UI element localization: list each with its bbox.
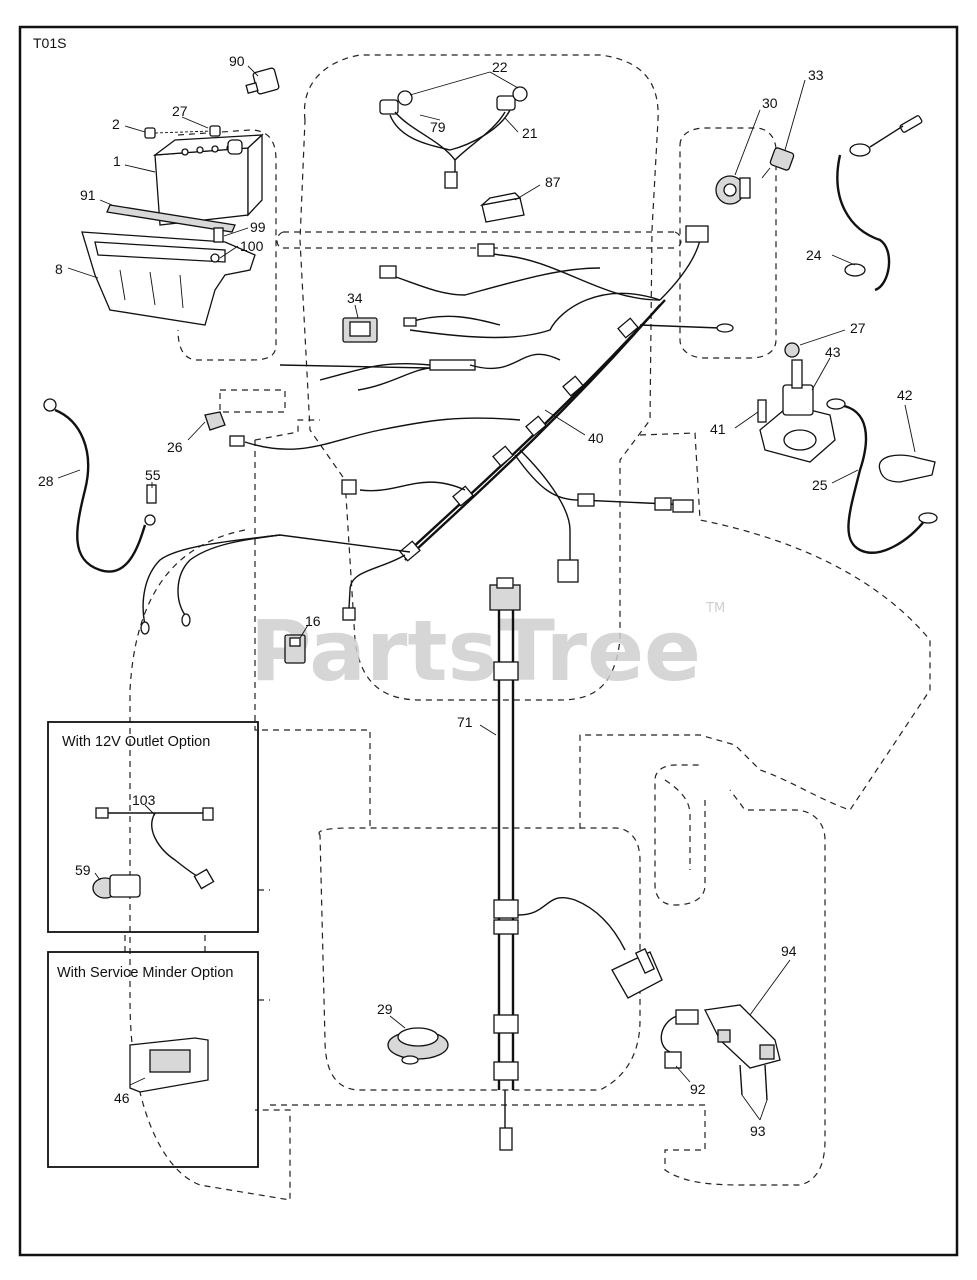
part-93-screws bbox=[739, 1064, 768, 1101]
callout-25: 25 bbox=[812, 477, 828, 493]
part-1-battery bbox=[152, 133, 264, 226]
diagram-code: T01S bbox=[33, 35, 66, 51]
callout-99: 99 bbox=[250, 219, 266, 235]
part-41-bolt bbox=[757, 399, 767, 423]
callout-87: 87 bbox=[545, 174, 561, 190]
callout-71: 71 bbox=[457, 714, 473, 730]
callout-43: 43 bbox=[825, 344, 841, 360]
left-harness-branch bbox=[140, 534, 411, 635]
callout-27b: 27 bbox=[850, 320, 866, 336]
seat-switch-connector bbox=[611, 948, 663, 999]
watermark-tm: TM bbox=[705, 601, 725, 616]
callout-41: 41 bbox=[710, 421, 726, 437]
callout-26: 26 bbox=[167, 439, 183, 455]
callout-30: 30 bbox=[762, 95, 778, 111]
callout-90: 90 bbox=[229, 53, 245, 69]
callout-34: 34 bbox=[347, 290, 363, 306]
part-71-rear-harness bbox=[489, 577, 626, 1151]
part-92-connector bbox=[660, 1009, 699, 1069]
part-26-fuse bbox=[204, 411, 245, 447]
callout-27: 27 bbox=[172, 103, 188, 119]
part-59-outlet bbox=[92, 874, 141, 899]
callout-93: 93 bbox=[750, 1123, 766, 1139]
callout-24: 24 bbox=[806, 247, 822, 263]
callout-8: 8 bbox=[55, 261, 63, 277]
callout-22: 22 bbox=[492, 59, 508, 75]
callout-91: 91 bbox=[80, 187, 96, 203]
callout-28: 28 bbox=[38, 473, 54, 489]
part-40-main-harness bbox=[244, 225, 734, 621]
diagram-frame bbox=[18, 25, 959, 1257]
callout-94: 94 bbox=[781, 943, 797, 959]
watermark: PartsTree bbox=[250, 602, 701, 700]
part-103-connector-a bbox=[95, 807, 109, 819]
callout-40: 40 bbox=[588, 430, 604, 446]
option-box-service-minder-title: With Service Minder Option bbox=[57, 965, 233, 981]
callout-33: 33 bbox=[808, 67, 824, 83]
option-box-12v-outlet: With 12V Outlet Option bbox=[47, 721, 259, 933]
callout-42: 42 bbox=[897, 387, 913, 403]
part-99-screw bbox=[213, 227, 224, 243]
part-16-switch bbox=[284, 634, 306, 664]
part-103-connector-c bbox=[193, 868, 215, 890]
part-29-button bbox=[387, 1027, 449, 1065]
part-25-cable bbox=[826, 398, 938, 554]
callout-79: 79 bbox=[430, 119, 446, 135]
callout-100: 100 bbox=[240, 238, 264, 254]
callout-labels: 90 22 33 2 27 30 79 21 1 87 91 99 100 8 … bbox=[38, 53, 913, 1139]
part-46-service-minder bbox=[129, 1037, 209, 1093]
part-42-boot bbox=[878, 454, 936, 483]
part-43-solenoid bbox=[759, 359, 836, 463]
callout-29: 29 bbox=[377, 1001, 393, 1017]
part-94-switch bbox=[704, 1004, 781, 1069]
callout-55: 55 bbox=[145, 467, 161, 483]
part-30-ignition-switch bbox=[715, 175, 751, 205]
callout-21: 21 bbox=[522, 125, 538, 141]
callout-2: 2 bbox=[112, 116, 120, 132]
callout-59: 59 bbox=[75, 862, 91, 878]
callout-1: 1 bbox=[113, 153, 121, 169]
part-100-washer bbox=[210, 253, 220, 263]
callout-46: 46 bbox=[114, 1090, 130, 1106]
part-33-key bbox=[761, 147, 795, 179]
part-22-headlight-harness bbox=[379, 86, 528, 189]
callout-92: 92 bbox=[690, 1081, 706, 1097]
part-103-connector-b bbox=[202, 807, 214, 821]
callout-16: 16 bbox=[305, 613, 321, 629]
part-90-fuse-holder bbox=[245, 67, 280, 95]
part-55-screw bbox=[146, 484, 157, 504]
option-box-service-minder: With Service Minder Option bbox=[47, 951, 259, 1168]
part-24-cable bbox=[836, 115, 923, 292]
callout-103: 103 bbox=[132, 792, 156, 808]
part-8-battery-tray bbox=[81, 231, 256, 326]
part-34-switch bbox=[342, 317, 378, 343]
part-2-bolt bbox=[144, 125, 221, 139]
option-box-12v-outlet-title: With 12V Outlet Option bbox=[62, 734, 210, 750]
part-27-cap bbox=[784, 342, 800, 358]
leader-lines bbox=[57, 65, 916, 1121]
part-87-relay bbox=[479, 192, 525, 223]
part-91-strap bbox=[106, 204, 236, 233]
part-28-cable bbox=[43, 398, 156, 573]
